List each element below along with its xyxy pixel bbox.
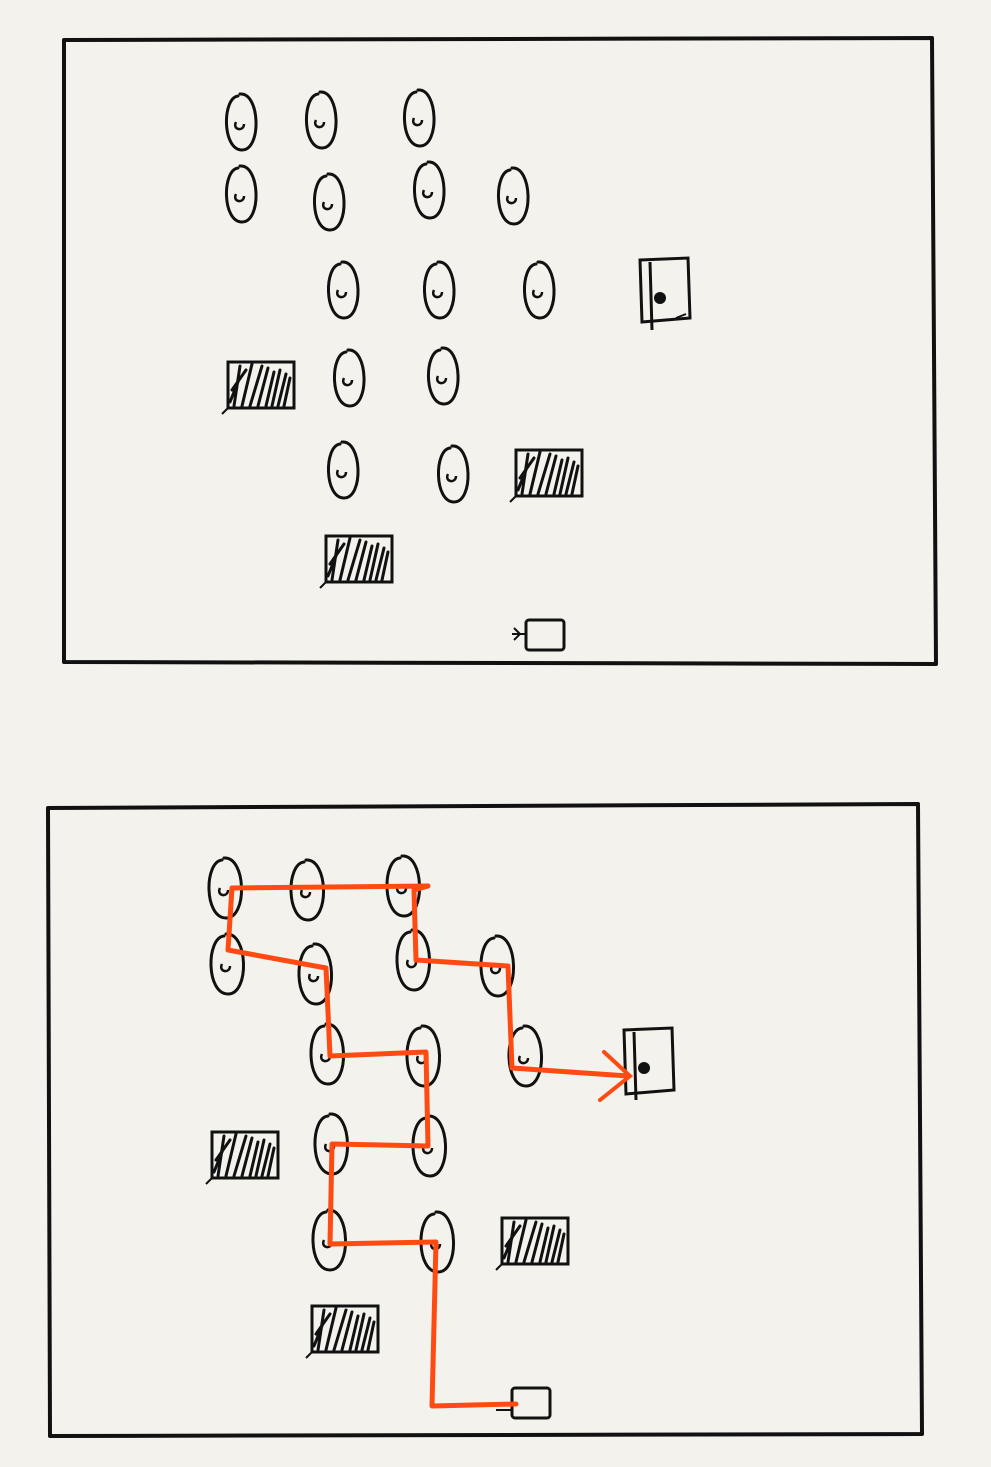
hatched-block-icon [318, 534, 394, 590]
hatched-block-icon [204, 1130, 280, 1186]
hatched-block-icon [494, 1216, 570, 1272]
hatched-block-icon [508, 448, 584, 504]
stone-icon[interactable] [427, 346, 460, 406]
stone-icon[interactable] [209, 932, 245, 996]
puzzle-panel [62, 36, 938, 666]
door-icon[interactable] [638, 256, 692, 331]
stone-icon[interactable] [497, 166, 530, 226]
stone-icon[interactable] [289, 858, 325, 922]
arrow-head [598, 1050, 634, 1102]
panel-border [46, 802, 924, 1438]
stone-icon[interactable] [333, 348, 366, 408]
stone-icon[interactable] [313, 172, 346, 232]
stone-icon[interactable] [327, 260, 360, 320]
hatched-block-icon [304, 1304, 380, 1360]
stone-icon[interactable] [225, 164, 258, 224]
stone-icon[interactable] [405, 1024, 441, 1088]
hatched-block-icon [220, 360, 296, 416]
stone-group [207, 854, 543, 1274]
stone-icon[interactable] [225, 92, 258, 152]
stone-icon[interactable] [207, 856, 243, 920]
stone-group [225, 88, 556, 504]
solution-path [225, 883, 631, 1409]
start-box-icon[interactable] [512, 618, 566, 652]
panel-border [62, 36, 938, 666]
door-icon[interactable] [622, 1026, 676, 1101]
stone-icon[interactable] [305, 90, 338, 150]
stone-icon[interactable] [437, 444, 470, 504]
stone-icon[interactable] [327, 440, 360, 500]
stone-icon[interactable] [395, 928, 431, 992]
solution-panel [46, 802, 924, 1438]
stone-icon[interactable] [297, 942, 333, 1006]
stone-icon[interactable] [423, 260, 456, 320]
stone-icon[interactable] [523, 260, 556, 320]
stone-icon[interactable] [479, 934, 515, 998]
stone-icon[interactable] [413, 160, 446, 220]
stone-icon[interactable] [403, 88, 436, 148]
